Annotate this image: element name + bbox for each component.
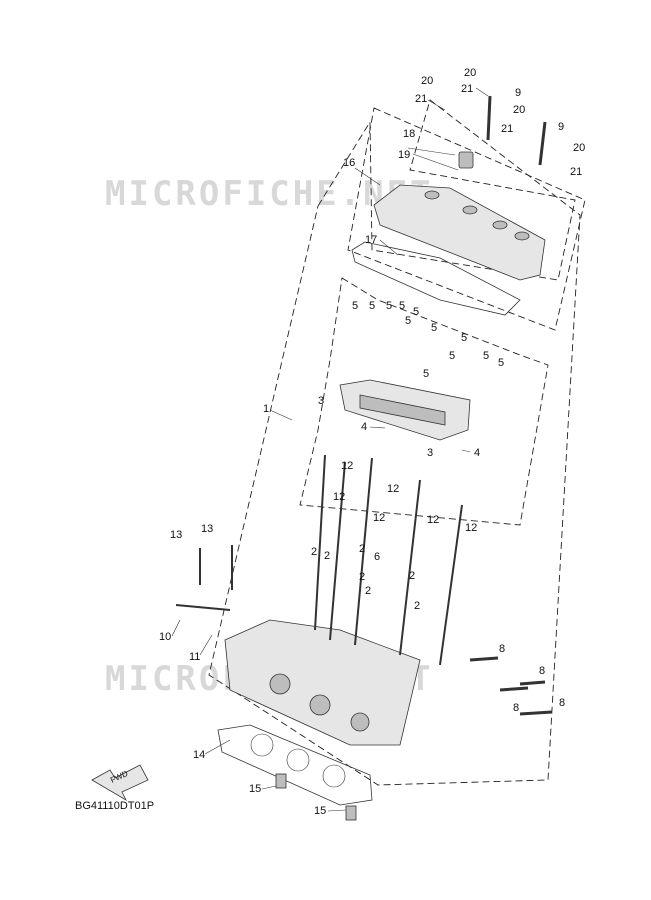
callout-5: 5 bbox=[352, 300, 358, 312]
callout-12: 12 bbox=[465, 522, 477, 534]
callout-15: 15 bbox=[314, 805, 326, 817]
callout-19: 19 bbox=[398, 149, 410, 161]
callout-20: 20 bbox=[573, 142, 585, 154]
camshaft-caps bbox=[339, 379, 471, 441]
callout-4: 4 bbox=[474, 447, 480, 459]
callout-12: 12 bbox=[427, 514, 439, 526]
callout-5: 5 bbox=[413, 306, 419, 318]
callout-2: 2 bbox=[359, 571, 365, 583]
callout-13: 13 bbox=[201, 523, 213, 535]
callout-3: 3 bbox=[318, 395, 324, 407]
callout-2: 2 bbox=[409, 570, 415, 582]
callout-2: 2 bbox=[324, 550, 330, 562]
callout-5: 5 bbox=[498, 357, 504, 369]
callout-10: 10 bbox=[159, 631, 171, 643]
callout-5: 5 bbox=[431, 322, 437, 334]
callout-4: 4 bbox=[361, 421, 367, 433]
callout-20: 20 bbox=[464, 67, 476, 79]
callout-2: 2 bbox=[311, 546, 317, 558]
callout-5: 5 bbox=[399, 300, 405, 312]
callout-14: 14 bbox=[193, 749, 205, 761]
callout-18: 18 bbox=[403, 128, 415, 140]
callout-5: 5 bbox=[405, 315, 411, 327]
callout-21: 21 bbox=[461, 83, 473, 95]
diagram-code: BG41110DT01P bbox=[75, 800, 155, 812]
callout-2: 2 bbox=[359, 543, 365, 555]
callout-13: 13 bbox=[170, 529, 182, 541]
callout-5: 5 bbox=[386, 300, 392, 312]
callout-5: 5 bbox=[369, 300, 375, 312]
head-cover-box bbox=[347, 107, 586, 331]
callout-9: 9 bbox=[515, 87, 521, 99]
callout-21: 21 bbox=[501, 123, 513, 135]
callout-21: 21 bbox=[570, 166, 582, 178]
callout-9: 9 bbox=[558, 121, 564, 133]
leader-lines bbox=[171, 87, 489, 812]
callout-8: 8 bbox=[513, 702, 519, 714]
callout-15: 15 bbox=[249, 783, 261, 795]
callout-3: 3 bbox=[427, 447, 433, 459]
callout-5: 5 bbox=[449, 350, 455, 362]
callout-2: 2 bbox=[365, 585, 371, 597]
callout-labels: 20 21 20 21 9 20 21 9 20 21 18 19 16 17 … bbox=[159, 67, 585, 817]
bolts bbox=[175, 95, 553, 821]
callout-16: 16 bbox=[343, 157, 355, 169]
callout-8: 8 bbox=[539, 665, 545, 677]
callout-5: 5 bbox=[461, 332, 467, 344]
callout-11: 11 bbox=[189, 651, 200, 663]
fwd-arrow-icon: FWD bbox=[91, 764, 149, 802]
callout-12: 12 bbox=[341, 460, 353, 472]
callout-17: 17 bbox=[365, 234, 377, 246]
callout-8: 8 bbox=[499, 643, 505, 655]
cylinder-head-gasket bbox=[217, 724, 373, 806]
callout-20: 20 bbox=[421, 75, 433, 87]
callout-6: 6 bbox=[374, 551, 380, 563]
callout-12: 12 bbox=[333, 491, 345, 503]
cylinder-head bbox=[224, 619, 421, 746]
head-cover-gasket bbox=[351, 241, 521, 316]
callout-21: 21 bbox=[415, 93, 427, 105]
cylinder-head-cover bbox=[373, 151, 546, 281]
callout-12: 12 bbox=[373, 512, 385, 524]
callout-12: 12 bbox=[387, 483, 399, 495]
callout-2: 2 bbox=[414, 600, 420, 612]
callout-20: 20 bbox=[513, 104, 525, 116]
callout-1: 1 bbox=[263, 403, 269, 415]
callout-5: 5 bbox=[483, 350, 489, 362]
camshaft-cap-box bbox=[299, 277, 549, 526]
callout-5: 5 bbox=[423, 368, 429, 380]
callout-8: 8 bbox=[559, 697, 565, 709]
